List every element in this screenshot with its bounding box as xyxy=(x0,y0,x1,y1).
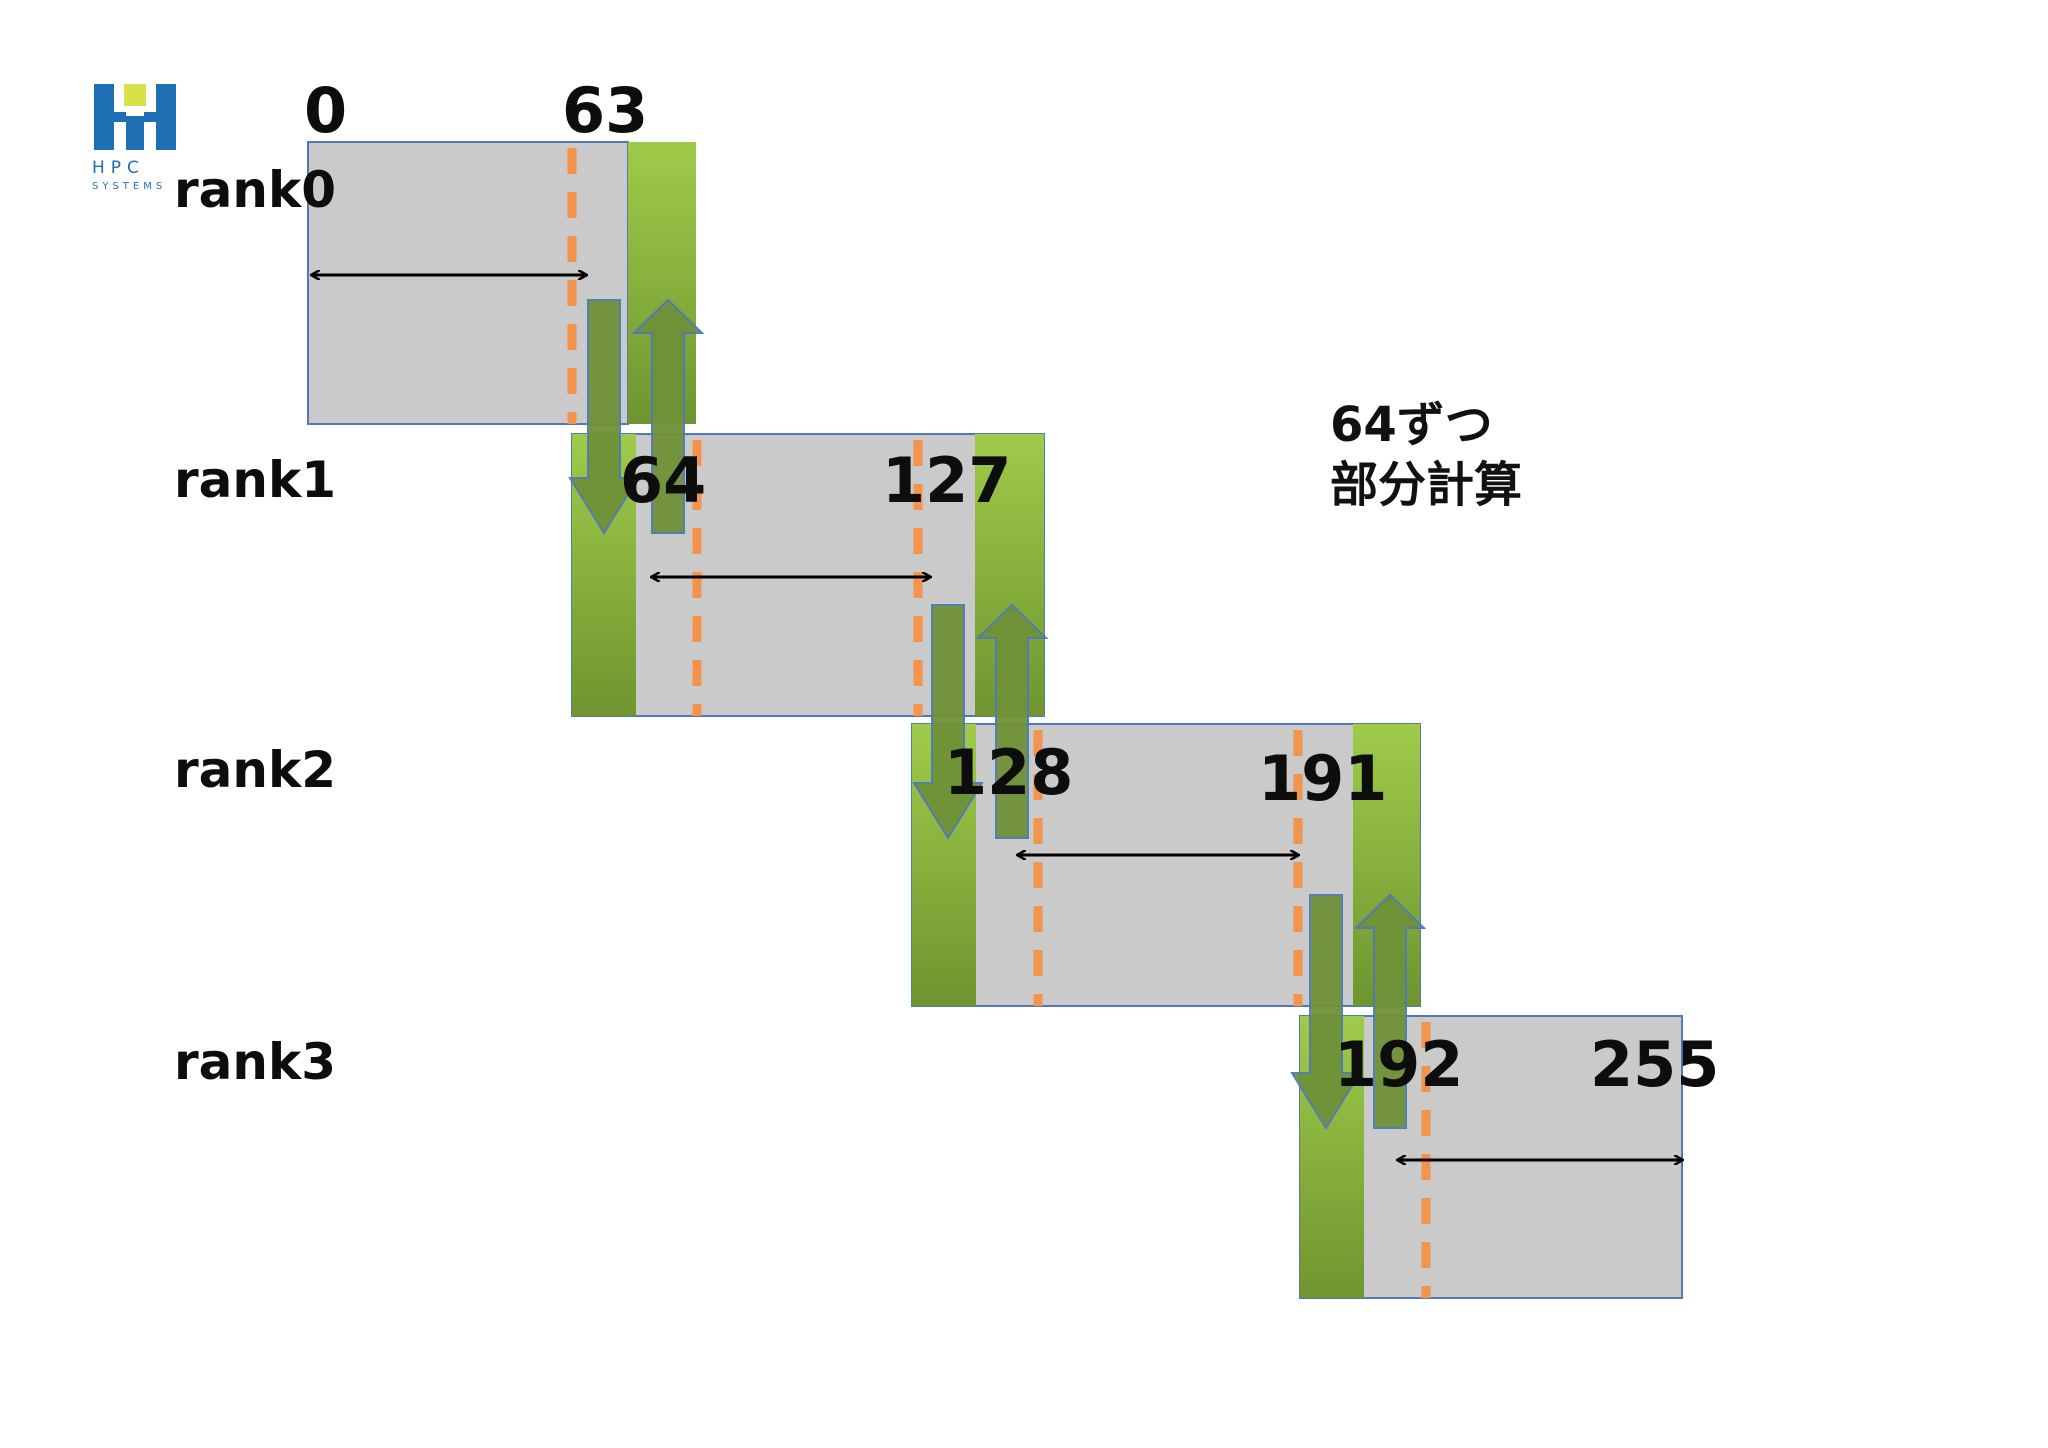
rank2-end-index: 191 xyxy=(1258,742,1388,815)
rank2-start-index: 128 xyxy=(944,736,1074,809)
down-arrow-rank0-to-rank1 xyxy=(568,299,640,535)
hpc-systems-logo xyxy=(94,84,176,150)
rank0-label: rank0 xyxy=(174,161,337,219)
rank3-label: rank3 xyxy=(174,1033,337,1091)
logo-text-hpc: HPC xyxy=(92,158,145,178)
rank0-start-index: 0 xyxy=(304,74,348,147)
exchange-arrows-1-2 xyxy=(912,603,1049,840)
up-arrow-rank1-to-rank0 xyxy=(631,298,705,534)
logo-text-systems: SYSTEMS xyxy=(92,181,167,192)
up-arrow-rank3-to-rank2 xyxy=(1353,893,1427,1129)
rank3-block xyxy=(1299,1015,1682,1299)
rank0-block xyxy=(307,141,696,425)
rank0-end-index: 63 xyxy=(562,74,649,147)
rank3-end-index: 255 xyxy=(1590,1028,1720,1101)
exchange-arrows-2-3 xyxy=(1290,893,1427,1130)
rank1-label: rank1 xyxy=(174,451,337,509)
down-arrow-rank2-to-rank3 xyxy=(1290,894,1362,1130)
down-arrow-rank1-to-rank2 xyxy=(912,604,984,840)
rank2-label: rank2 xyxy=(174,741,337,799)
note-line-2: 部分計算 xyxy=(1330,457,1523,513)
rank1-start-index: 64 xyxy=(620,444,707,517)
up-arrow-rank2-to-rank1 xyxy=(975,603,1049,839)
partial-computation-note: 64ずつ 部分計算 xyxy=(1330,395,1522,515)
rank1-end-index: 127 xyxy=(882,444,1012,517)
exchange-arrows-0-1 xyxy=(568,298,705,535)
rank0-grey-region xyxy=(307,141,629,425)
note-line-1: 64ずつ xyxy=(1330,397,1493,453)
rank3-start-index: 192 xyxy=(1334,1028,1464,1101)
